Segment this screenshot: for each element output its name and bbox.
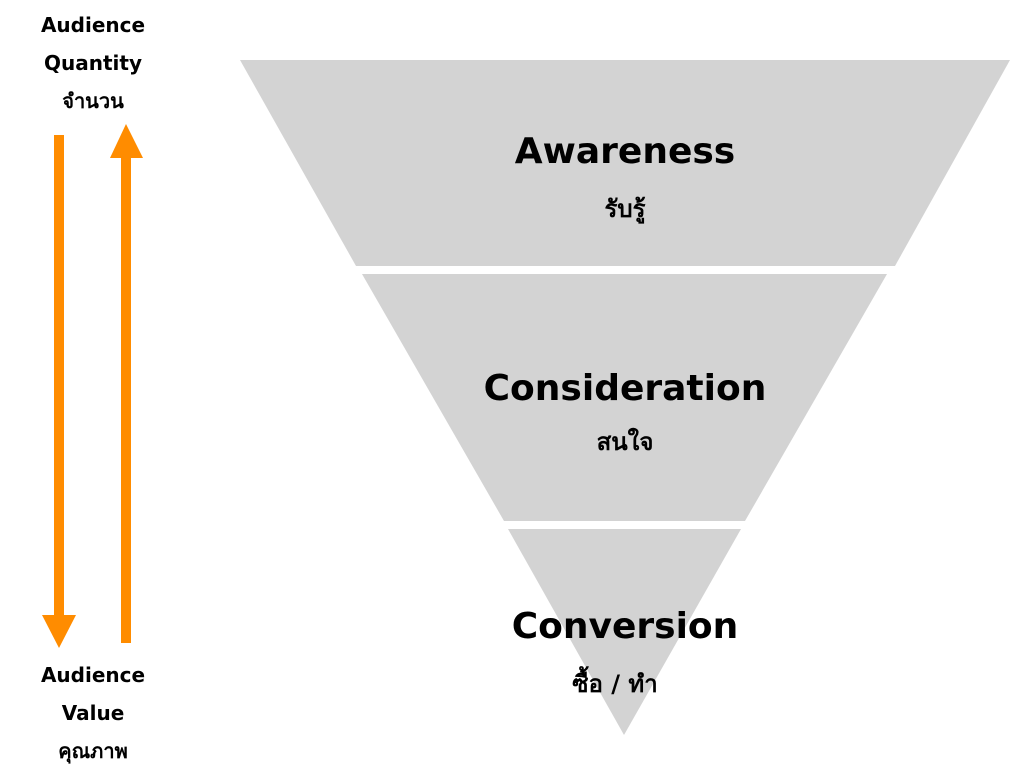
audience-quantity-label: Audience Quantity จำนวน bbox=[41, 13, 145, 113]
conversion-subtitle: ซื้อ / ทำ bbox=[572, 665, 657, 698]
consideration-title: Consideration bbox=[484, 368, 767, 409]
bottom-label-line3: คุณภาพ bbox=[58, 739, 128, 764]
bottom-label-line1: Audience bbox=[41, 663, 145, 687]
awareness-title: Awareness bbox=[515, 131, 735, 172]
awareness-subtitle: รับรู้ bbox=[604, 195, 645, 224]
top-label-line2: Quantity bbox=[44, 51, 142, 75]
top-label-line1: Audience bbox=[41, 13, 145, 37]
funnel-stage-consideration bbox=[362, 274, 887, 521]
funnel-stage-conversion bbox=[508, 529, 741, 735]
top-label-line3: จำนวน bbox=[62, 89, 124, 113]
conversion-title: Conversion bbox=[512, 606, 739, 647]
audience-value-label: Audience Value คุณภาพ bbox=[41, 663, 145, 764]
down-arrow-icon bbox=[42, 135, 76, 648]
up-arrow-icon bbox=[110, 124, 143, 643]
bottom-label-line2: Value bbox=[62, 701, 125, 725]
funnel-stage-awareness bbox=[240, 60, 1010, 266]
consideration-subtitle: สนใจ bbox=[597, 427, 654, 456]
